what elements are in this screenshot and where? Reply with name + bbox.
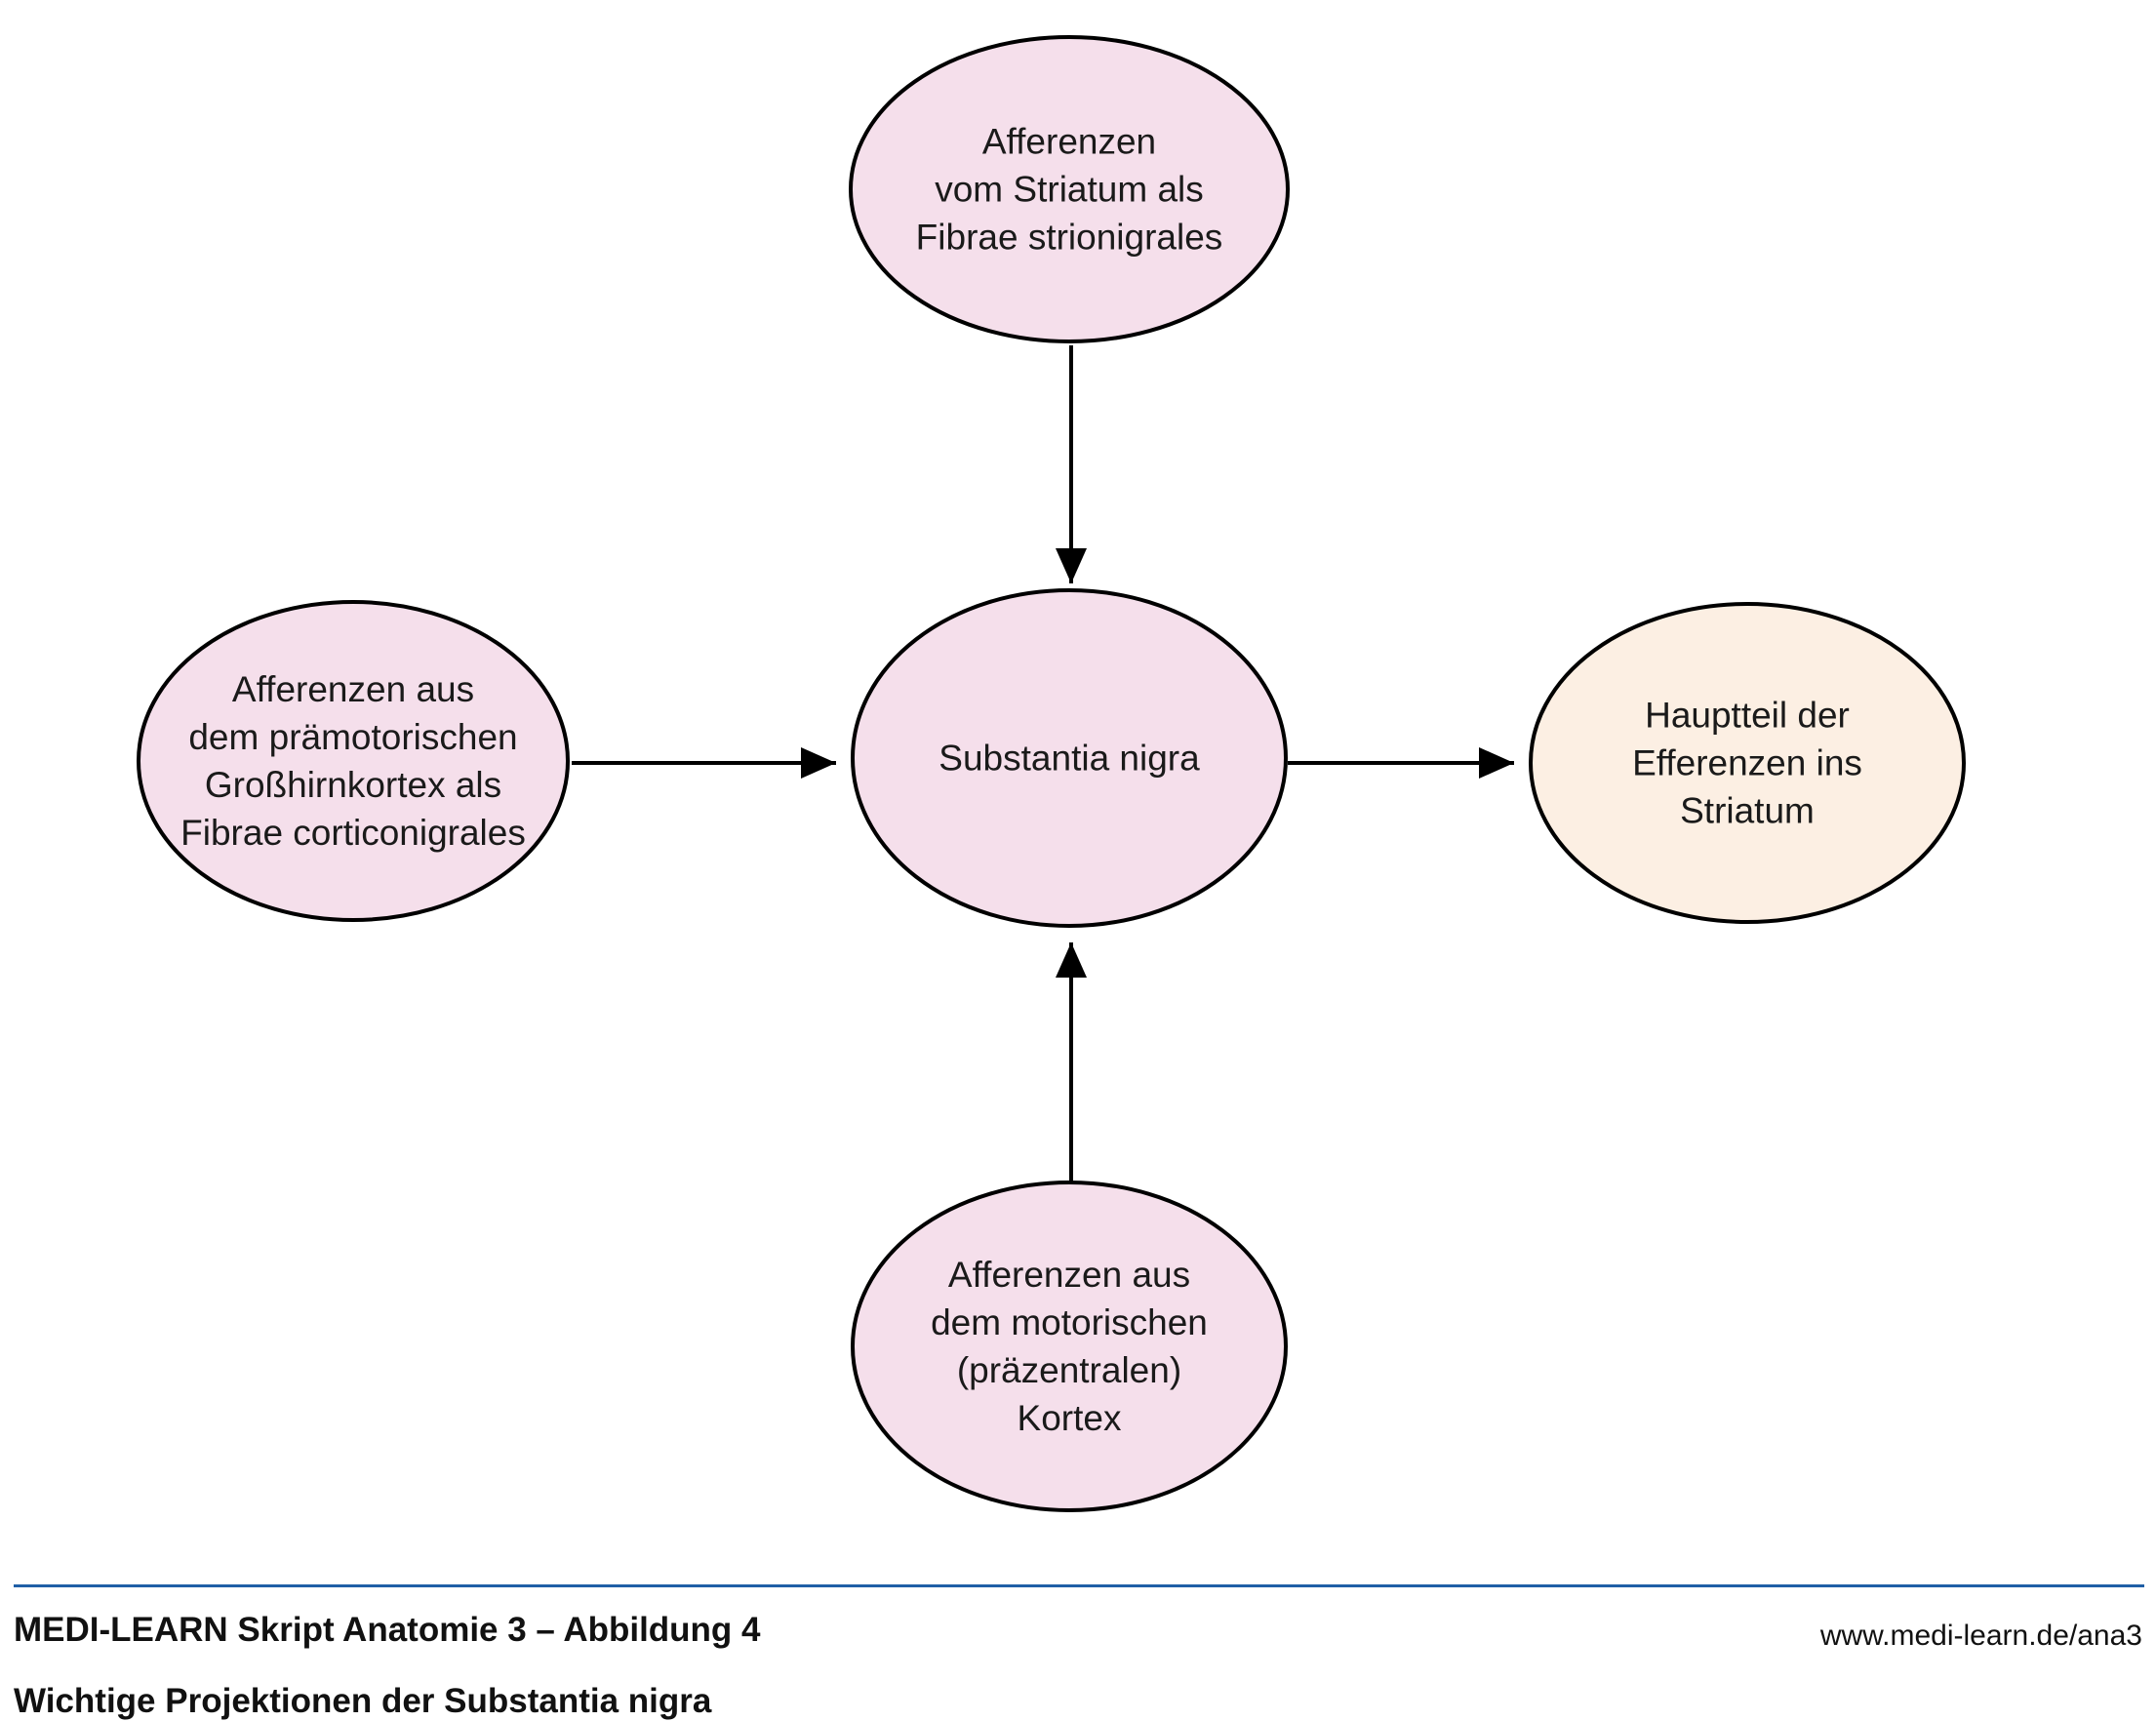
node-right-label-line: Striatum [1680,791,1815,831]
footer-divider [14,1584,2144,1587]
node-left-label-line: Großhirnkortex als [205,765,501,805]
node-left-label-line: Fibrae corticonigrales [180,813,526,853]
figure-subtitle: Wichtige Projektionen der Substantia nig… [14,1682,712,1720]
node-left-label-line: Afferenzen aus [232,669,474,709]
node-bottom-label-line: Afferenzen aus [948,1255,1190,1295]
node-bottom-label-line: (präzentralen) [957,1350,1181,1390]
node-top-label-line: Afferenzen [982,122,1156,162]
node-right-ellipse [1529,602,1966,924]
node-bottom-label-line: Kortex [1018,1398,1122,1438]
node-center-ellipse [851,588,1288,928]
node-left-label-line: dem prämotorischen [188,717,517,757]
node-bottom-ellipse [851,1181,1288,1512]
node-bottom: Afferenzen aus dem motorischen (präzentral… [851,1181,1288,1512]
node-top-ellipse [849,35,1290,343]
node-right-label-line: Hauptteil der [1645,696,1850,736]
node-top-label-line: vom Striatum als [935,170,1204,210]
node-left-ellipse [137,600,570,922]
source-url: www.medi-learn.de/ana3 [1819,1620,2142,1652]
node-top-label-line: Fibrae strionigrales [916,218,1223,258]
figure-title: MEDI-LEARN Skript Anatomie 3 – Abbildung… [14,1611,761,1649]
node-center-label-line: Substantia nigra [938,739,1200,779]
node-bottom-label-line: dem motorischen [931,1302,1208,1342]
node-center: Substantia nigra [851,588,1288,928]
node-left: Afferenzen aus dem prämotorischenGroßhirn… [137,600,570,922]
node-right-label-line: Efferenzen ins [1632,743,1862,783]
